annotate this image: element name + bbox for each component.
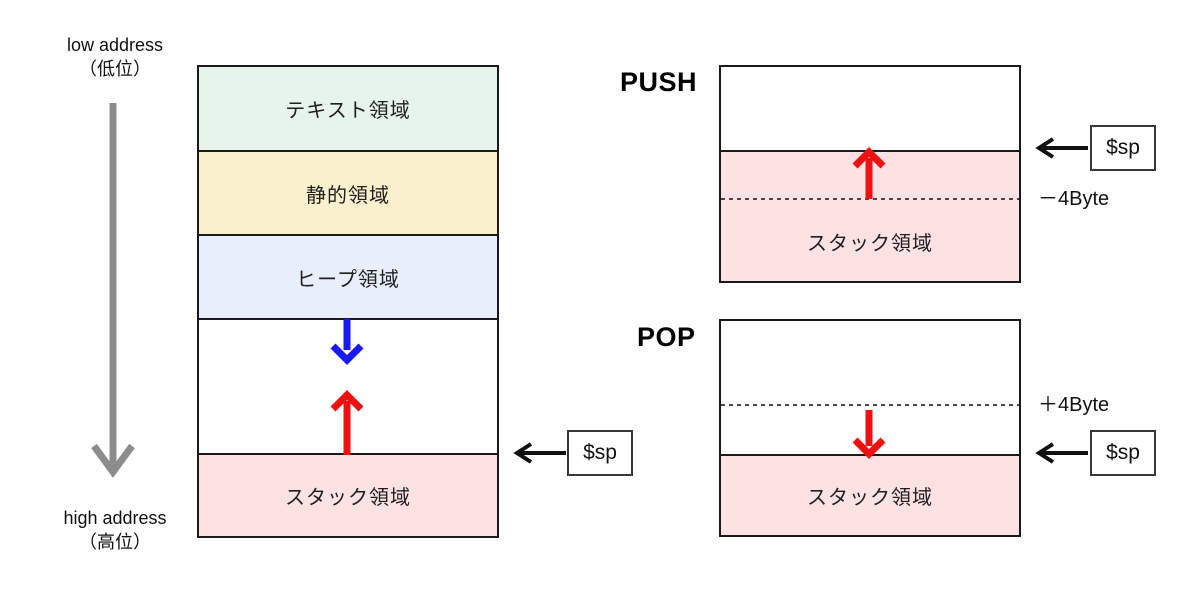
pop-stack-label: スタック領域 bbox=[807, 487, 933, 509]
push-title: PUSH bbox=[620, 67, 698, 97]
sp-box-main: $sp bbox=[567, 430, 633, 476]
push-stack-label: スタック領域 bbox=[807, 233, 933, 255]
sp-pointer-arrow-push-head bbox=[1035, 137, 1055, 159]
low-address-en: low address bbox=[66, 35, 164, 55]
low-address-jp: （低位） bbox=[79, 59, 151, 79]
high-address-label: high address （高位） bbox=[30, 506, 200, 554]
sp-box-push: $sp bbox=[1090, 125, 1156, 171]
memory-layout-box: テキスト領域 静的領域 ヒープ領域 スタック領域 bbox=[197, 65, 499, 538]
sp-pointer-arrow-pop-head bbox=[1035, 442, 1055, 464]
push-free-area bbox=[721, 67, 1019, 150]
sp-pointer-arrow-main-head bbox=[513, 442, 533, 464]
low-address-label: low address （低位） bbox=[30, 33, 200, 81]
sp-label-push: $sp bbox=[1106, 136, 1140, 159]
address-direction-arrow-head bbox=[91, 443, 135, 478]
free-region bbox=[199, 318, 497, 453]
pop-title: POP bbox=[637, 322, 696, 352]
push-box: スタック領域 bbox=[719, 65, 1021, 283]
pop-box: スタック領域 bbox=[719, 319, 1021, 537]
text-region: テキスト領域 bbox=[199, 67, 497, 150]
sp-label-pop: $sp bbox=[1106, 441, 1140, 464]
high-address-en: high address bbox=[63, 508, 167, 528]
heap-region: ヒープ領域 bbox=[199, 234, 497, 318]
static-region: 静的領域 bbox=[199, 150, 497, 234]
pop-free-area bbox=[721, 321, 1019, 454]
push-stack-area: スタック領域 bbox=[721, 150, 1019, 281]
pop-stack-area: スタック領域 bbox=[721, 454, 1019, 535]
sp-box-pop: $sp bbox=[1090, 430, 1156, 476]
high-address-jp: （高位） bbox=[79, 532, 151, 552]
pop-offset-label: ＋4Byte bbox=[1038, 394, 1110, 416]
push-offset-label: －4Byte bbox=[1038, 188, 1110, 210]
sp-label-main: $sp bbox=[583, 441, 617, 464]
stack-region: スタック領域 bbox=[199, 453, 497, 536]
